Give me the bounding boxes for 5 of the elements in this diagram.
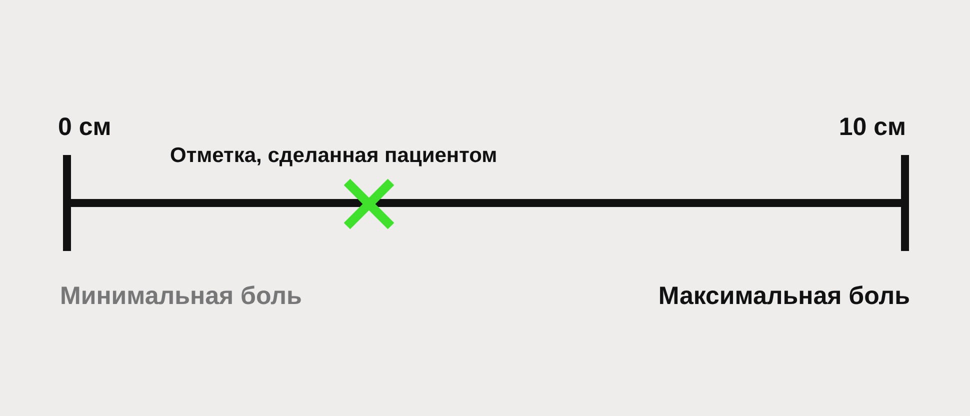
annotation-text: Отметка, сделанная пациентом: [170, 143, 498, 169]
scale-end-label: Максимальная боль: [658, 281, 910, 312]
scale-end-label: Минимальная боль: [60, 281, 302, 312]
scale-value: 0 см: [58, 112, 112, 143]
scale-value: 10 см: [838, 112, 906, 143]
